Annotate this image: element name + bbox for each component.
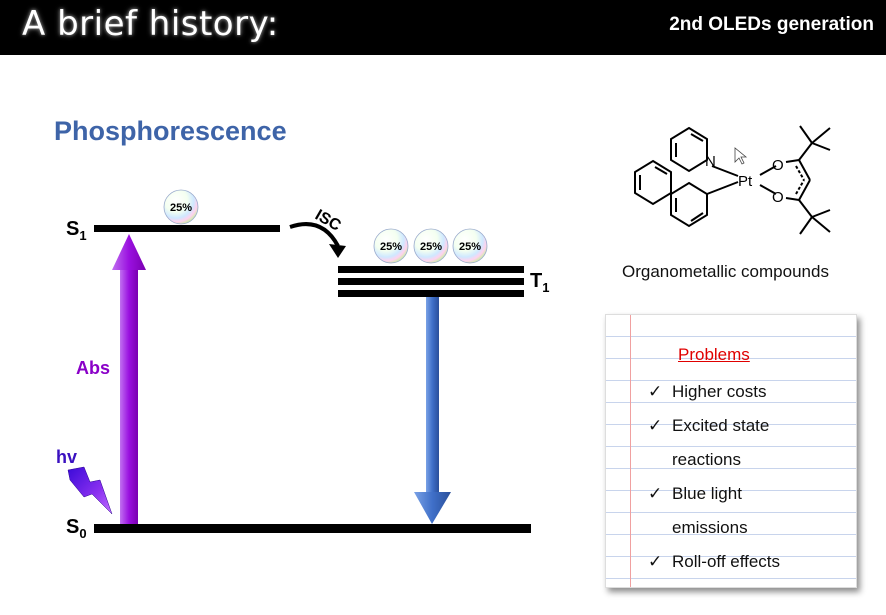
checkmark-icon: ✓ [648, 484, 663, 503]
t1-level-line-3 [338, 290, 524, 297]
svg-text:25%: 25% [459, 241, 481, 253]
t1-population-bubble: 25% [452, 228, 488, 264]
oxygen-atom: O [772, 189, 784, 206]
abs-label: Abs [76, 358, 110, 378]
problems-title: Problems [678, 345, 750, 364]
svg-text:25%: 25% [170, 202, 192, 214]
checkmark-icon: ✓ [648, 416, 663, 435]
svg-text:25%: 25% [380, 241, 402, 253]
oxygen-atom: O [772, 157, 784, 174]
molecule-structure [634, 125, 831, 235]
list-item: ✓Blue light [648, 477, 780, 511]
list-item: ✓Roll-off effects [648, 545, 780, 579]
absorption-arrow [112, 234, 146, 524]
s1-population-bubble: 25% [163, 189, 199, 225]
jablonski-diagram: S1 S0 T1 Abs ISC hv 25% 25% 25% 25% [56, 125, 831, 541]
platinum-atom: Pt [738, 173, 753, 190]
list-item: ✓Excited state [648, 409, 780, 443]
t1-level-line-2 [338, 278, 524, 285]
slide-title: A brief history: [22, 4, 279, 44]
list-item-continuation: emissions [672, 518, 748, 537]
problems-notepad: Problems ✓Higher costs ✓Excited state re… [605, 314, 857, 588]
t1-level-line-1 [338, 266, 524, 273]
isc-arrow [289, 222, 346, 258]
t1-label: T1 [530, 270, 549, 295]
svg-text:25%: 25% [420, 241, 442, 253]
s0-label: S0 [66, 516, 87, 541]
section-title: Phosphorescence [54, 116, 287, 146]
header-bar: A brief history: 2nd OLEDs generation [0, 0, 886, 55]
s1-level-line [94, 225, 280, 232]
emission-arrow [414, 297, 451, 524]
slide-subtitle: 2nd OLEDs generation [669, 14, 874, 35]
notepad-margin-line [630, 315, 631, 587]
s0-level-line [94, 524, 531, 533]
lightning-icon [67, 466, 113, 515]
checkmark-icon: ✓ [648, 552, 663, 571]
list-item: ✓Higher costs [648, 375, 780, 409]
mouse-cursor-icon [734, 147, 748, 165]
molecule-caption: Organometallic compounds [622, 262, 829, 281]
checkmark-icon: ✓ [648, 382, 663, 401]
list-item-continuation: reactions [672, 450, 741, 469]
t1-population-bubble: 25% [373, 228, 409, 264]
t1-population-bubble: 25% [413, 228, 449, 264]
s1-label: S1 [66, 218, 87, 243]
problems-list: ✓Higher costs ✓Excited state reactions ✓… [648, 375, 780, 579]
hv-label: hv [56, 447, 77, 467]
nitrogen-atom: N [705, 153, 716, 170]
